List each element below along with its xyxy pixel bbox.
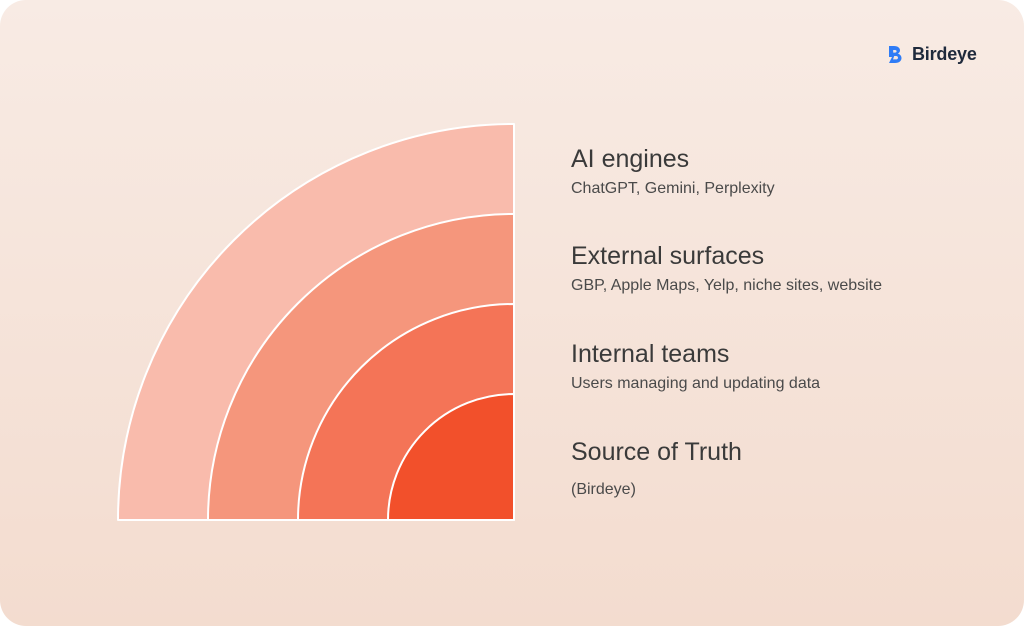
brand-logo[interactable]: Birdeye	[886, 42, 977, 66]
layer-ring-source-of-truth	[387, 393, 515, 521]
layer-title: AI engines	[571, 145, 690, 173]
layer-label-external-surfaces: External surfaces GBP, Apple Maps, Yelp,…	[571, 241, 882, 297]
birdeye-logo-icon	[889, 46, 902, 63]
layer-title: Source of Truth	[571, 438, 742, 466]
layer-label-source-of-truth: Source of Truth (Birdeye)	[571, 437, 742, 501]
layer-subtitle: ChatGPT, Gemini, Perplexity	[571, 180, 775, 197]
layer-subtitle: Users managing and updating data	[571, 375, 821, 392]
layer-subtitle: GBP, Apple Maps, Yelp, niche sites, webs…	[571, 277, 883, 294]
layer-title: Internal teams	[571, 340, 730, 368]
layer-title: External surfaces	[571, 242, 765, 270]
layer-label-internal-teams: Internal teams Users managing and updati…	[571, 339, 820, 395]
layer-label-ai-engines: AI engines ChatGPT, Gemini, Perplexity	[571, 144, 775, 200]
layer-subtitle: (Birdeye)	[571, 481, 636, 498]
brand-name: Birdeye	[912, 43, 977, 64]
